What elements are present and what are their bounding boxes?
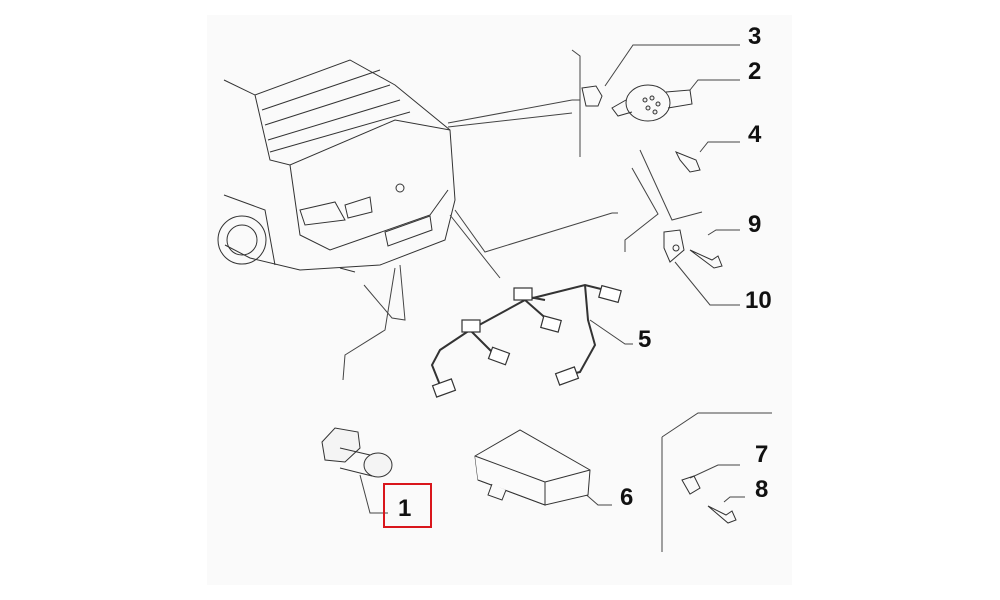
callout-1[interactable]: 1 — [398, 495, 412, 522]
callout-10[interactable]: 10 — [745, 287, 772, 314]
part-2-buzzer — [611, 84, 693, 122]
part-6-control-unit — [474, 429, 591, 506]
part-1-parking-sensor — [321, 427, 393, 478]
part-9-screw — [689, 249, 723, 269]
part-10-bracket — [663, 229, 685, 263]
leader-lines — [342, 44, 772, 552]
callout-4[interactable]: 4 — [748, 121, 762, 148]
callout-5[interactable]: 5 — [638, 326, 652, 353]
callout-8[interactable]: 8 — [755, 476, 769, 503]
part-3-connector — [581, 85, 603, 107]
callout-1-highlight-box — [383, 483, 432, 528]
callout-6[interactable]: 6 — [620, 484, 634, 511]
callout-9[interactable]: 9 — [748, 211, 762, 238]
car-rear-illustration — [217, 59, 456, 273]
part-7-clip — [681, 475, 701, 495]
part-8-screw — [707, 505, 737, 524]
callout-3[interactable]: 3 — [748, 23, 762, 50]
callout-7[interactable]: 7 — [755, 441, 769, 468]
part-4-screw — [674, 151, 701, 173]
part-5-wiring-harness — [430, 283, 622, 398]
callout-2[interactable]: 2 — [748, 58, 762, 85]
